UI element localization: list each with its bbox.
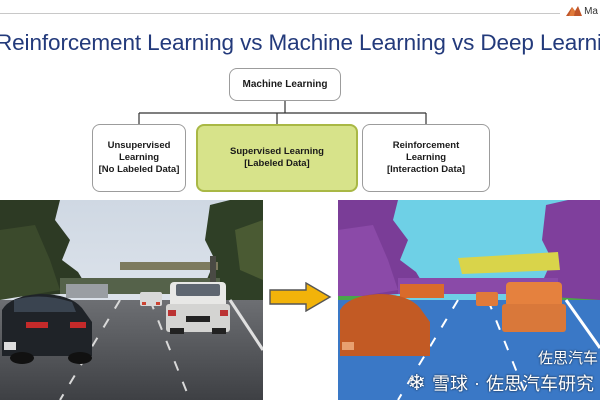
membrane-logo-icon — [566, 6, 583, 16]
brand-logo: Ma — [566, 4, 598, 18]
machine-learning-box: Machine Learning — [229, 68, 341, 101]
road-photo — [0, 200, 263, 400]
slide-title: Reinforcement Learning vs Machine Learni… — [0, 30, 600, 55]
reinforcement-line1: Reinforcement — [392, 140, 460, 151]
reinforcement-line3: [Interaction Data] — [386, 164, 466, 175]
header-divider — [0, 13, 560, 14]
segmentation-photo — [338, 200, 600, 400]
machine-learning-label: Machine Learning — [242, 78, 328, 90]
watermark: ❄ 雪球 · 佐思汽车研究 — [408, 370, 594, 396]
supervised-line1: Supervised Learning — [230, 146, 324, 157]
slide-header: Ma — [0, 0, 600, 26]
unsupervised-learning-box: Unsupervised Learning [No Labeled Data] — [92, 124, 186, 192]
unsupervised-line1: Unsupervised — [107, 140, 171, 151]
reinforcement-learning-box: Reinforcement Learning [Interaction Data… — [362, 124, 490, 192]
watermark-author: 佐思汽车研究 — [486, 374, 594, 394]
watermark-site: 雪球 — [432, 374, 468, 394]
reinforcement-line2: Learning — [405, 152, 447, 163]
unsupervised-line2: Learning — [118, 152, 160, 163]
unsupervised-line3: [No Labeled Data] — [98, 164, 180, 175]
supervised-learning-box: Supervised Learning [Labeled Data] — [196, 124, 358, 192]
watermark-separator: · — [474, 372, 480, 393]
logo-text: Ma — [584, 5, 598, 17]
watermark-channel: 佐思汽车 — [537, 350, 598, 367]
right-arrow-icon — [269, 282, 332, 312]
snowball-logo-icon: ❄ — [407, 370, 426, 395]
supervised-line2: [Labeled Data] — [244, 158, 310, 169]
